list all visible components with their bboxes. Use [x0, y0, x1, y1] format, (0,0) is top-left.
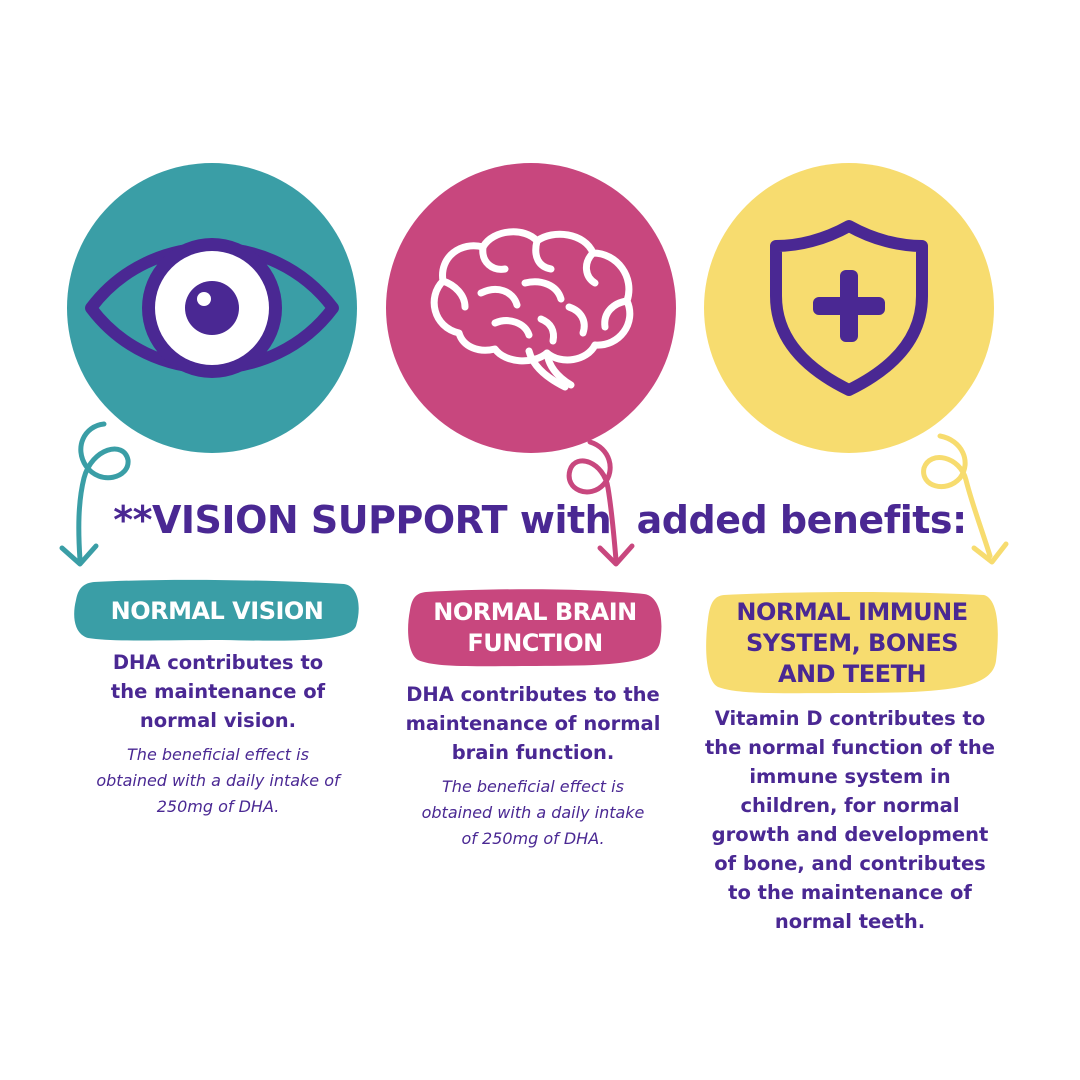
headline-rest: with added benefits:: [507, 498, 967, 542]
brain-icon: [430, 228, 634, 391]
normal-vision-note: The beneficial effect is obtained with a…: [96, 745, 340, 816]
headline-strong: **VISION SUPPORT: [113, 498, 508, 542]
normal-vision-body: DHA contributes to the maintenance of no…: [110, 651, 326, 732]
normal-brain-body: DHA contributes to the maintenance of no…: [405, 683, 661, 764]
normal-immune-title: NORMAL IMMUNE SYSTEM, BONES AND TEETH: [736, 597, 968, 688]
eye-icon: [85, 238, 339, 378]
brain-circle: [386, 163, 676, 453]
normal-brain-title: NORMAL BRAIN FUNCTION: [433, 598, 637, 657]
normal-brain-note: The beneficial effect is obtained with a…: [421, 777, 645, 848]
shield-plus-icon: [770, 220, 928, 396]
normal-immune-label: NORMAL IMMUNE SYSTEM, BONES AND TEETH: [704, 589, 1000, 697]
normal-vision-label: NORMAL VISION: [72, 576, 362, 646]
headline: **VISION SUPPORT with added benefits:: [0, 498, 1080, 542]
normal-vision-title: NORMAL VISION: [110, 596, 324, 625]
normal-immune-body: Vitamin D contributes to the normal func…: [704, 707, 996, 933]
teal-arrow-icon: [59, 421, 131, 567]
immune-circle: [704, 163, 994, 453]
normal-brain-label: NORMAL BRAIN FUNCTION: [406, 586, 664, 670]
vision-circle: [67, 163, 357, 453]
